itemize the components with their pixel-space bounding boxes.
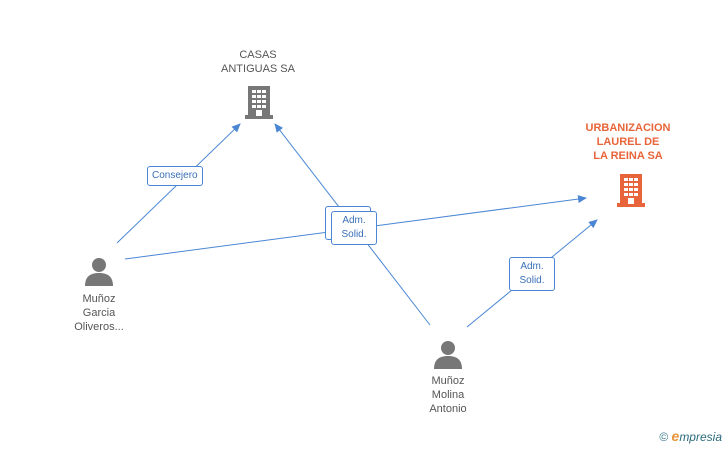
node-label-urbanizacion: URBANIZACION LAUREL DE LA REINA SA xyxy=(585,122,671,162)
node-label-molina: Muñoz Molina Antonio xyxy=(429,375,467,415)
brand-footer: © empresia xyxy=(659,428,722,444)
edge-label-consejero[interactable]: Consejero xyxy=(147,166,203,186)
edge-label-adm-solid-center[interactable]: Adm. Solid. xyxy=(331,211,377,245)
building-icon[interactable] xyxy=(244,84,274,120)
person-icon[interactable] xyxy=(433,339,463,369)
node-label-garcia: Muñoz Garcia Oliveros... xyxy=(74,293,124,333)
edge-label-adm-solid-right[interactable]: Adm. Solid. xyxy=(509,257,555,291)
brand-logo-e: e xyxy=(671,428,680,444)
node-label-casas: CASAS ANTIGUAS SA xyxy=(221,49,295,75)
building-icon[interactable] xyxy=(616,172,646,208)
copyright-symbol: © xyxy=(659,430,669,444)
person-icon[interactable] xyxy=(84,256,114,286)
brand-logo-text: mpresia xyxy=(679,430,722,444)
